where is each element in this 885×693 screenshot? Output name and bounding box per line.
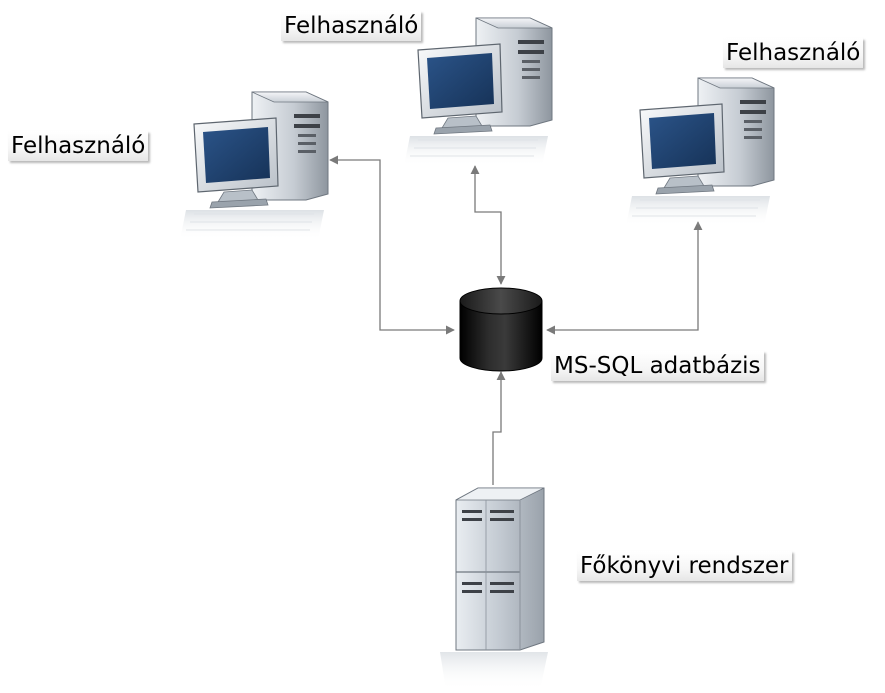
database-label: MS-SQL adatbázis [551, 351, 764, 381]
edge-db-user-top [470, 165, 506, 285]
database-cylinder-icon [459, 287, 543, 372]
workstation-right-icon [625, 77, 775, 227]
workstation-left-icon [179, 91, 329, 241]
workstation-top-icon [403, 17, 553, 167]
edge-db-user-right [546, 221, 703, 335]
edge-db-user-left [329, 155, 455, 335]
user-left-label: Felhasználó [8, 131, 149, 161]
user-top-label: Felhasználó [281, 11, 422, 41]
server-tower-icon [440, 487, 548, 690]
general-ledger-label: Főkönyvi rendszer [577, 551, 792, 581]
edge-ledger-db [492, 371, 506, 485]
user-right-label: Felhasználó [723, 38, 864, 68]
